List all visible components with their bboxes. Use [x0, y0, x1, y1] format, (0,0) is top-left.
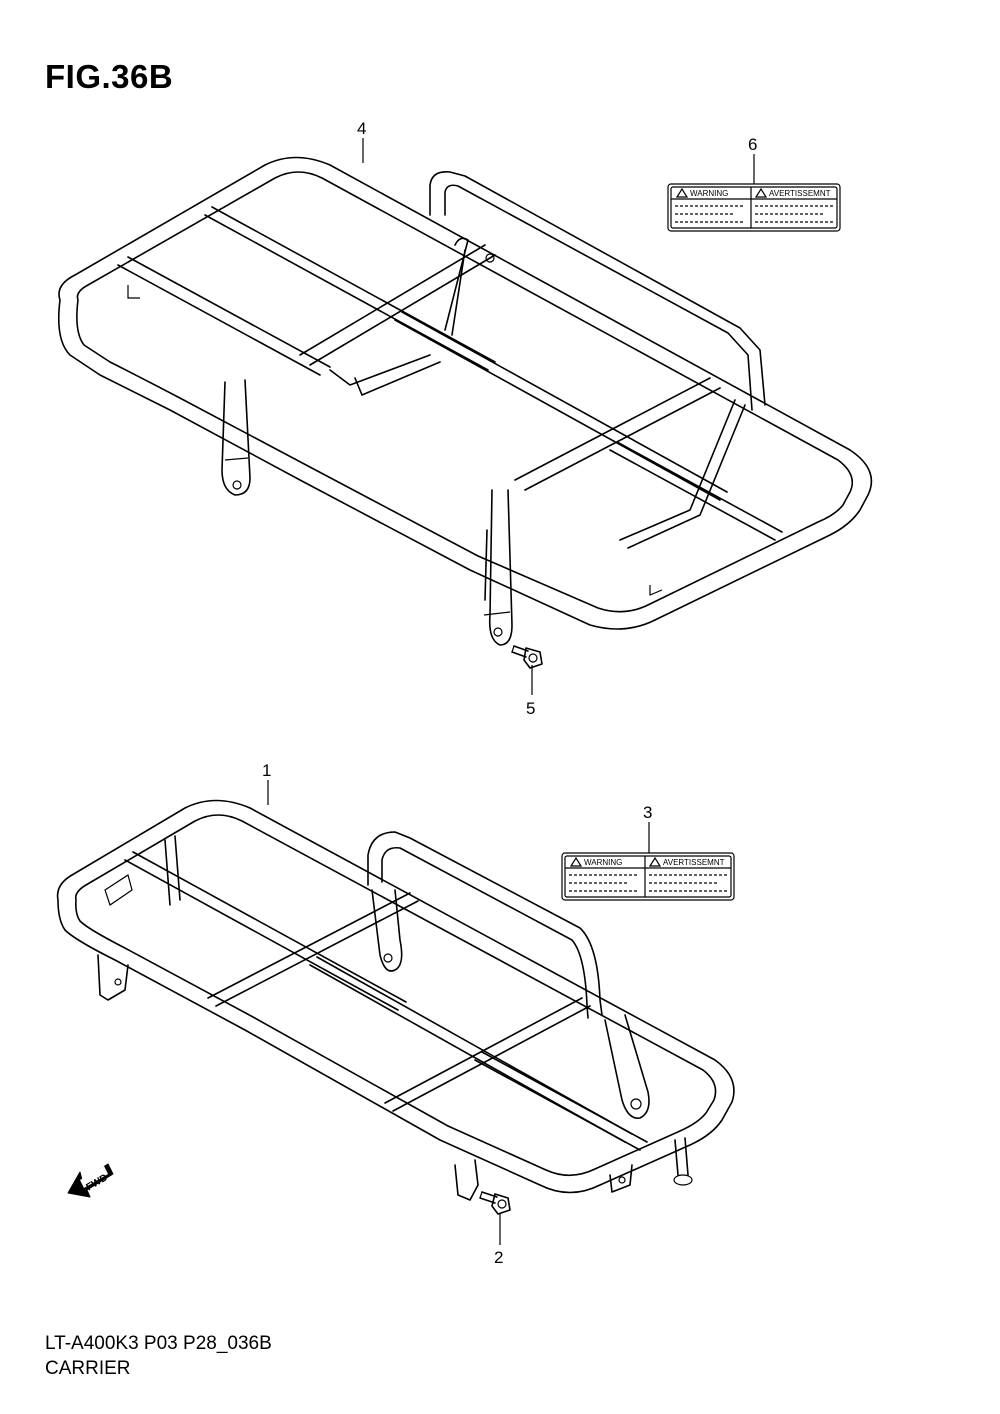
- bolt-2: [479, 1191, 511, 1215]
- upper-carrier: [57, 156, 873, 646]
- model-code: LT-A400K3 P03 P28_036B: [45, 1333, 272, 1354]
- callout-3: 3: [643, 803, 652, 822]
- label-3-warning-text: WARNING: [584, 858, 622, 867]
- label-3-avertissement-text: AVERTISSEMNT: [663, 858, 725, 867]
- callout-2: 2: [494, 1248, 503, 1267]
- callout-6: 6: [748, 135, 757, 154]
- warning-triangle-icon: [569, 856, 583, 867]
- figure-title: FIG.36B: [45, 58, 174, 95]
- warning-triangle-icon: [754, 187, 768, 198]
- label-6-warning-text: WARNING: [690, 189, 728, 198]
- bolt-5: [511, 645, 543, 669]
- lower-carrier: [56, 799, 735, 1201]
- callout-leaders: [267, 138, 755, 1245]
- callout-5: 5: [526, 699, 535, 718]
- label-6-avertissement-text: AVERTISSEMNT: [769, 189, 831, 198]
- warning-label-6: [667, 183, 841, 232]
- warning-triangle-icon: [648, 856, 662, 867]
- warning-label-3: [561, 852, 735, 901]
- warning-triangle-icon: [675, 187, 689, 198]
- callout-4: 4: [357, 119, 366, 138]
- fwd-arrow-icon: [67, 1163, 114, 1198]
- section-name: CARRIER: [45, 1358, 131, 1379]
- callout-1: 1: [262, 761, 271, 780]
